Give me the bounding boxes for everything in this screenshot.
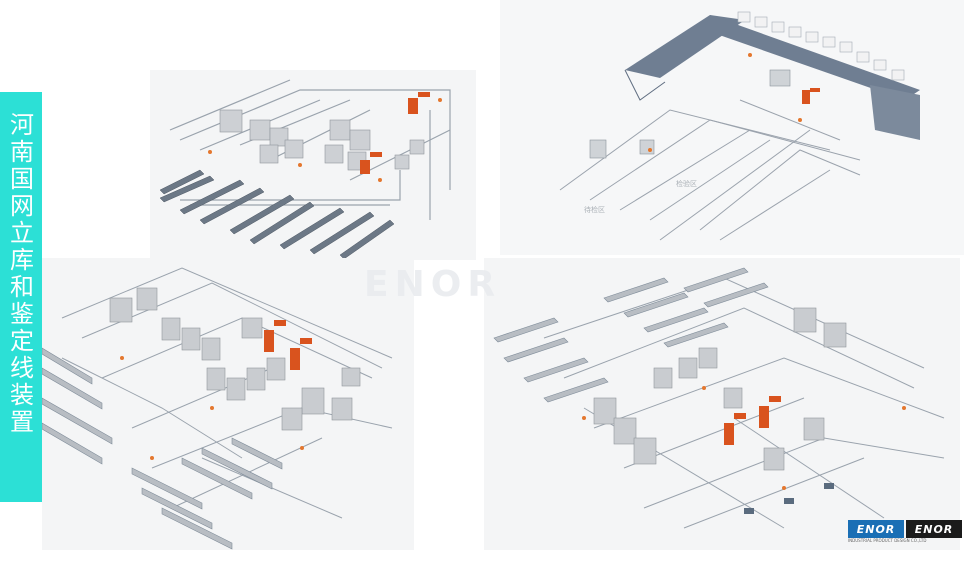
production-line-render-4 — [493, 267, 945, 529]
production-line-render-2: 检验区 待检区 — [559, 11, 920, 241]
logo-caption: INDUSTRIAL PRODUCT DESIGN CO.,LTD — [848, 538, 927, 543]
production-line-render-3 — [42, 267, 393, 550]
title-banner — [0, 92, 42, 502]
panel-top-right: 检验区 待检区 — [500, 0, 964, 255]
watermark: ENOR — [364, 264, 502, 305]
page-title: 河南国网立库和鉴定线装置 — [10, 111, 34, 436]
floor-label-inspection: 检验区 — [676, 179, 697, 188]
floor-label-waiting: 待检区 — [584, 205, 605, 214]
panel-bottom-right — [484, 258, 960, 550]
panel-bottom-left — [42, 258, 414, 550]
production-line-render-1 — [159, 79, 451, 260]
brand-logo-black: ENOR — [906, 520, 962, 538]
brand-logo-blue: ENOR — [848, 520, 904, 538]
panel-top-left — [150, 70, 476, 260]
